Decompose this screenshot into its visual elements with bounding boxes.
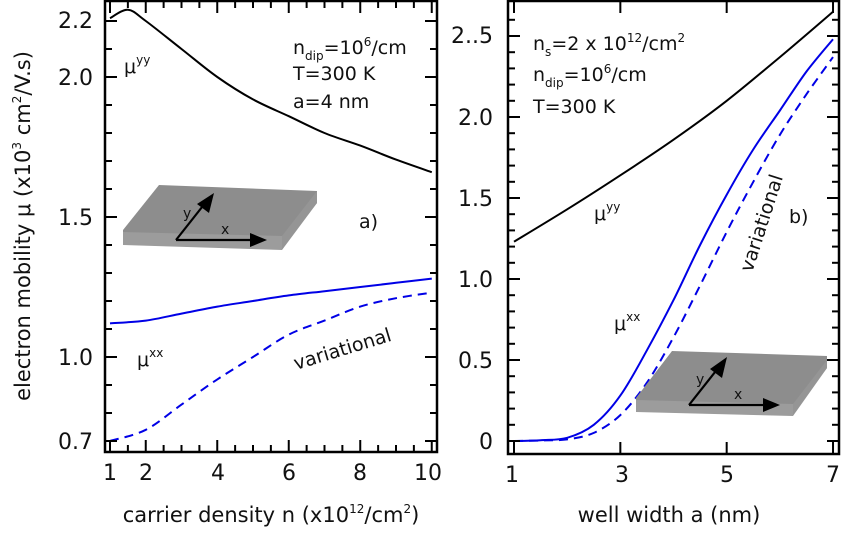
y-arrow-icon: [175, 201, 207, 241]
y-tick-label: 0.5: [458, 349, 493, 374]
panel-b-x-axis-label: well width a (nm): [578, 503, 761, 527]
panel-a-inset-slab: y x: [123, 185, 317, 250]
y-tick-label: 0: [479, 430, 493, 455]
mu-xx-label: μxx: [614, 310, 640, 335]
mu-xx-label: μxx: [137, 346, 163, 371]
mu-yy-label: μyy: [594, 200, 620, 225]
panel-b-x-tick-labels: 1 3 5 7: [505, 463, 840, 488]
panel-b-parameters: ns=2 x 1012/cm2 ndip=106/cm T=300 K: [532, 31, 685, 118]
well-width-annotation: a=4 nm: [293, 91, 369, 113]
x-tick-label: 3: [615, 463, 629, 488]
ndip-annotation: ndip=106/cm: [533, 62, 647, 90]
panel-b-frame: [506, 0, 841, 456]
panel-a-parameters: ndip=106/cm T=300 K a=4 nm: [292, 35, 407, 113]
inset-x-label: x: [734, 387, 742, 403]
temperature-annotation: T=300 K: [532, 96, 616, 118]
inset-x-label: x: [221, 222, 229, 238]
slab-top-face: [636, 351, 827, 412]
ns-annotation: ns=2 x 1012/cm2: [533, 31, 685, 59]
slab-top-face: [123, 185, 317, 246]
inset-y-label: y: [183, 206, 191, 222]
curve-xx: [109, 277, 432, 325]
x-arrowhead-icon: [250, 233, 267, 247]
x-tick-label: 1: [103, 461, 117, 486]
curve-variational: [513, 56, 834, 442]
inset-y-label: y: [696, 372, 704, 388]
y-tick-label: 1.5: [58, 206, 93, 231]
mu-yy-label: μyy: [124, 53, 150, 78]
panel-a-x-axis-label: carrier density n (x1012/cm2): [123, 502, 420, 527]
curve-yy: [513, 10, 834, 243]
panel-b-inset-slab: y x: [636, 351, 827, 416]
y-tick-label: 1.0: [58, 346, 93, 371]
x-tick-label: 5: [720, 463, 734, 488]
panel-a-x-tick-labels: 1 2 4 6 8 10: [103, 461, 442, 486]
x-tick-label: 8: [353, 461, 367, 486]
panel-b: 2..5 2.0 1.5 1.0 0.5 0 1 3 5 7 well widt…: [451, 0, 841, 527]
panel-a: 2.2 2.0 1.5 1.0 0.7 1 2 4 6 8 10 carrier…: [58, 0, 442, 527]
x-tick-label: 10: [414, 461, 442, 486]
y-tick-label: 2.0: [58, 66, 93, 91]
panel-a-label: a): [359, 211, 378, 233]
x-tick-label: 6: [282, 461, 296, 486]
y-tick-label: 1.0: [458, 268, 493, 293]
ndip-annotation: ndip=106/cm: [293, 35, 407, 63]
y-arrow-icon: [688, 366, 720, 406]
curve-xx: [513, 38, 834, 442]
y-arrowhead-icon: [197, 193, 214, 213]
panel-a-y-tick-labels: 2.2 2.0 1.5 1.0 0.7: [58, 9, 93, 455]
y-tick-label: 0.7: [58, 430, 93, 455]
y-tick-label: 2..5: [451, 24, 493, 49]
y-axis-label: electron mobility μ (x103 cm2/V.s): [10, 51, 35, 401]
x-tick-label: 2: [139, 461, 153, 486]
panel-a-plot-area: [109, 8, 433, 442]
y-arrowhead-icon: [710, 357, 727, 378]
y-tick-label: 2.0: [458, 106, 493, 131]
slab-right-face: [793, 360, 827, 416]
curve-yy: [109, 8, 433, 174]
slab-right-face: [282, 191, 317, 250]
curve-variational: [109, 291, 432, 442]
temperature-annotation: T=300 K: [292, 63, 376, 85]
x-tick-label: 7: [826, 463, 840, 488]
y-tick-label: 2.2: [58, 9, 93, 34]
variational-label: variational: [736, 172, 788, 275]
x-arrowhead-icon: [763, 398, 780, 412]
panel-b-y-tick-labels: 2..5 2.0 1.5 1.0 0.5 0: [451, 24, 493, 455]
panel-b-ticks: [508, 1, 839, 454]
panel-b-label: b): [789, 206, 808, 228]
variational-label: variational: [291, 324, 394, 375]
panel-b-plot-area: [513, 10, 834, 442]
y-tick-label: 1.5: [458, 187, 493, 212]
x-tick-label: 1: [505, 463, 519, 488]
panel-a-ticks: [105, 1, 437, 452]
x-tick-label: 4: [211, 461, 225, 486]
